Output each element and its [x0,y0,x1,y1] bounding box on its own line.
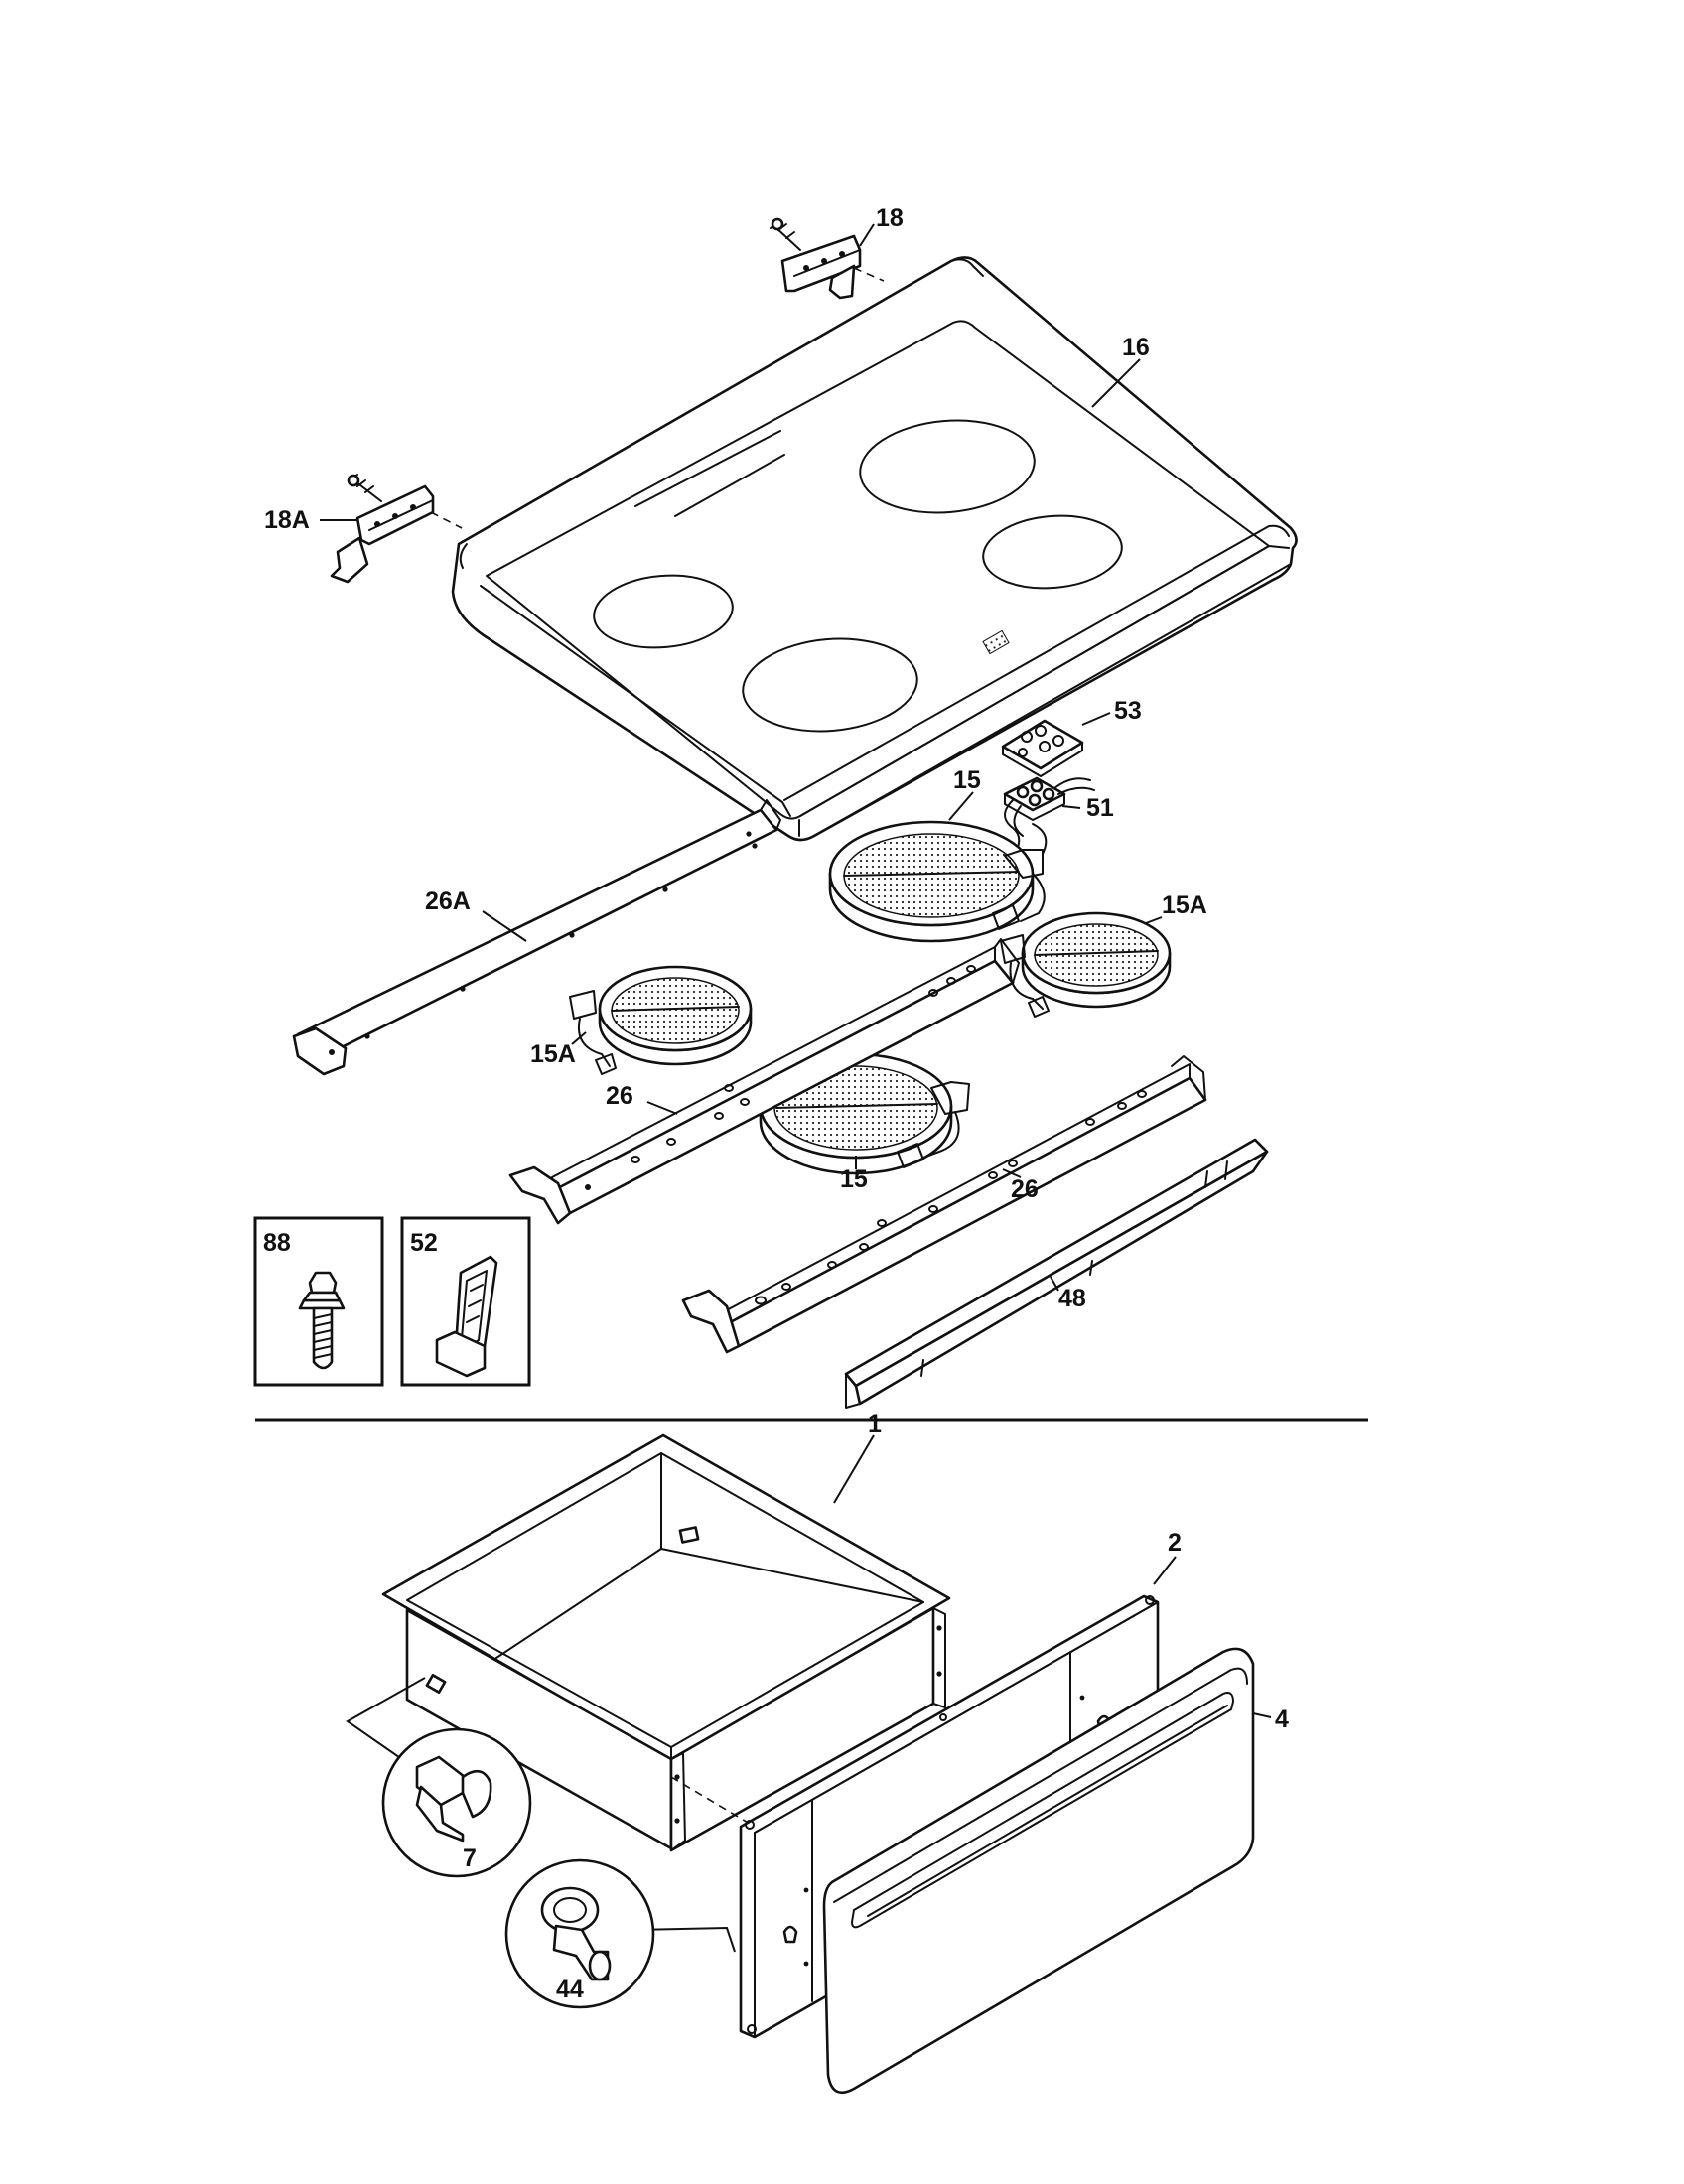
callout-52: 52 [410,1229,438,1257]
callout-44: 44 [556,1976,584,2003]
detail-circle-44 [504,1858,736,2009]
callout-18a: 18A [264,506,310,534]
cooktop-main-top-16 [451,256,1298,842]
detail-circle-7 [346,1677,532,1878]
callout-26-left: 26 [606,1082,633,1110]
callout-7: 7 [463,1844,477,1872]
callout-4: 4 [1275,1706,1289,1733]
callout-18: 18 [876,205,904,232]
leader-lines [320,223,1272,1718]
radiant-element-15-upper [828,820,1048,943]
hinge-bracket-18a [330,474,463,584]
drawer-outer-front-4 [822,1647,1255,2094]
callout-15a-right: 15A [1162,891,1207,919]
callout-2: 2 [1168,1529,1182,1557]
angle-strip-48 [844,1138,1269,1409]
hinge-bracket-18 [770,217,885,300]
radiant-element-15a-right [1000,911,1172,1018]
support-channel-26-right [681,1055,1207,1354]
drawer-body-1 [381,1433,951,1852]
support-rail-26a [292,799,781,1076]
callout-88: 88 [263,1229,291,1257]
inset-box-88 [253,1216,384,1387]
callout-16: 16 [1122,334,1150,361]
bracket-53 [1001,719,1084,777]
callout-26-right: 26 [1011,1175,1039,1203]
callout-15-top: 15 [953,766,981,794]
callout-15a-left: 15A [530,1040,576,1068]
callout-15-bottom: 15 [840,1165,868,1193]
callout-48: 48 [1058,1285,1086,1312]
callout-51: 51 [1086,794,1114,822]
inset-box-52 [400,1216,531,1387]
callout-1: 1 [868,1410,882,1437]
callout-26a: 26A [425,887,471,915]
support-channel-26-left [508,938,1020,1225]
callout-labels: 18 16 18A 53 15 51 26A 15A 15A 26 15 26 … [263,205,1289,2003]
radiant-element-15a-left [569,965,753,1075]
terminal-block-51 [1003,776,1095,851]
callout-53: 53 [1114,697,1142,725]
